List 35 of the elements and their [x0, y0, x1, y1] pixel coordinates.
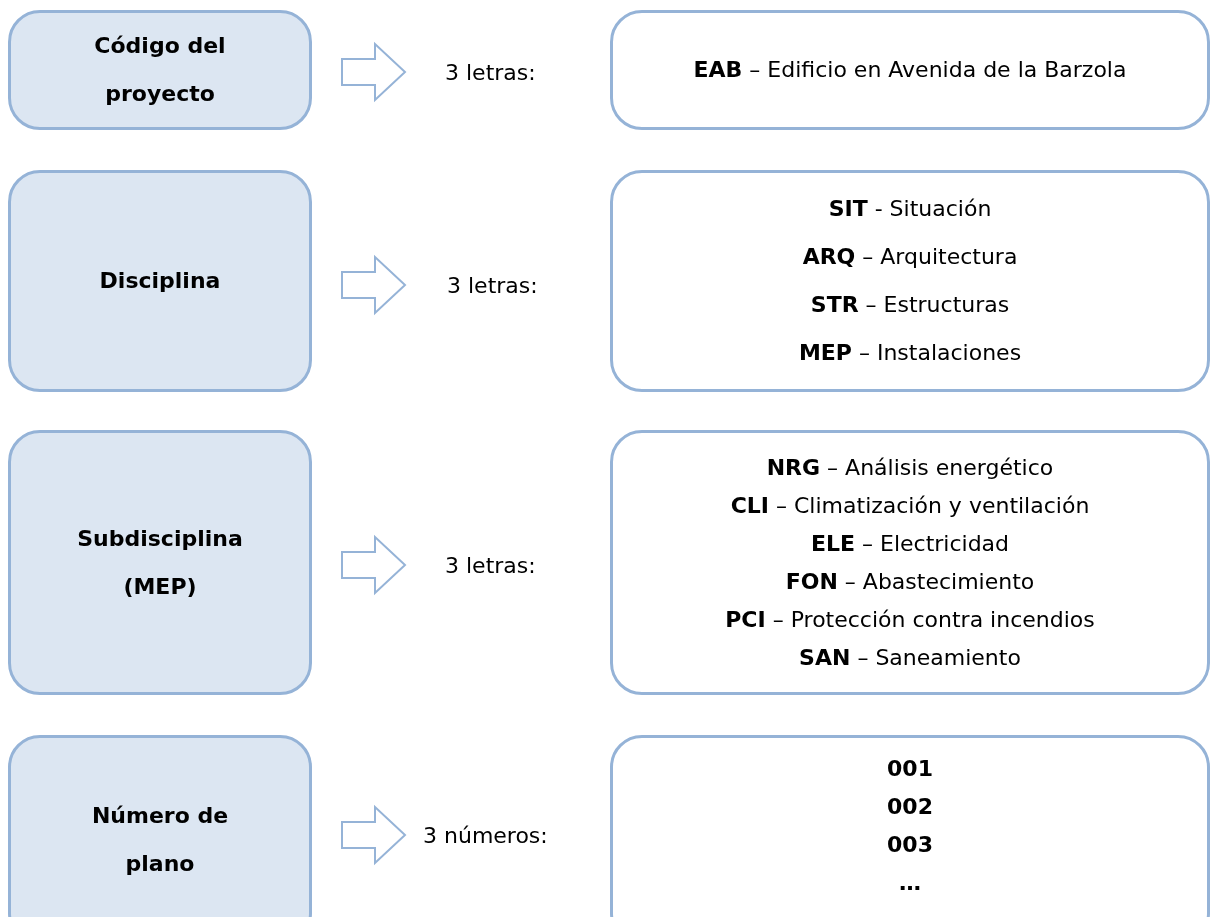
code-list-box	[610, 430, 1210, 695]
code-entry: EAB – Edificio en Avenida de la Barzola	[693, 56, 1127, 84]
code-list-box	[610, 735, 1210, 917]
format-label: 3 números:	[423, 822, 548, 848]
format-label: 3 letras:	[445, 59, 536, 85]
category-label: Código del proyecto	[93, 32, 227, 108]
block-arrow	[341, 534, 407, 596]
category-box	[8, 430, 312, 695]
code-entry: PCI – Protección contra incendios	[725, 605, 1095, 634]
code-list-box	[610, 170, 1210, 392]
code-entry: 002	[887, 793, 933, 821]
code-entry: 001	[887, 755, 933, 783]
code-entry: CLI – Climatización y ventilación	[730, 491, 1090, 520]
category-label: Número de plano	[90, 802, 230, 878]
block-arrow	[341, 254, 407, 316]
code-entry: ELE – Electricidad	[810, 529, 1010, 558]
format-label: 3 letras:	[445, 552, 536, 578]
code-entry: MEP – Instalaciones	[798, 339, 1022, 367]
category-box	[8, 10, 312, 130]
category-label: Subdisciplina (MEP)	[76, 524, 244, 601]
category-label: Disciplina	[99, 267, 221, 295]
format-label: 3 letras:	[447, 272, 538, 298]
code-entry: NRG – Análisis energético	[766, 453, 1054, 482]
code-entry: …	[899, 869, 921, 897]
code-entry: 003	[887, 831, 933, 859]
code-entry: FON – Abastecimiento	[785, 567, 1035, 596]
block-arrow	[341, 41, 407, 103]
category-box	[8, 170, 312, 392]
code-entry: SIT - Situación	[828, 195, 992, 223]
code-entry: STR – Estructuras	[810, 291, 1010, 319]
code-list-box	[610, 10, 1210, 130]
category-box	[8, 735, 312, 917]
block-arrow	[341, 804, 407, 866]
code-entry: ARQ – Arquitectura	[802, 243, 1018, 271]
code-entry: SAN – Saneamiento	[799, 643, 1021, 672]
